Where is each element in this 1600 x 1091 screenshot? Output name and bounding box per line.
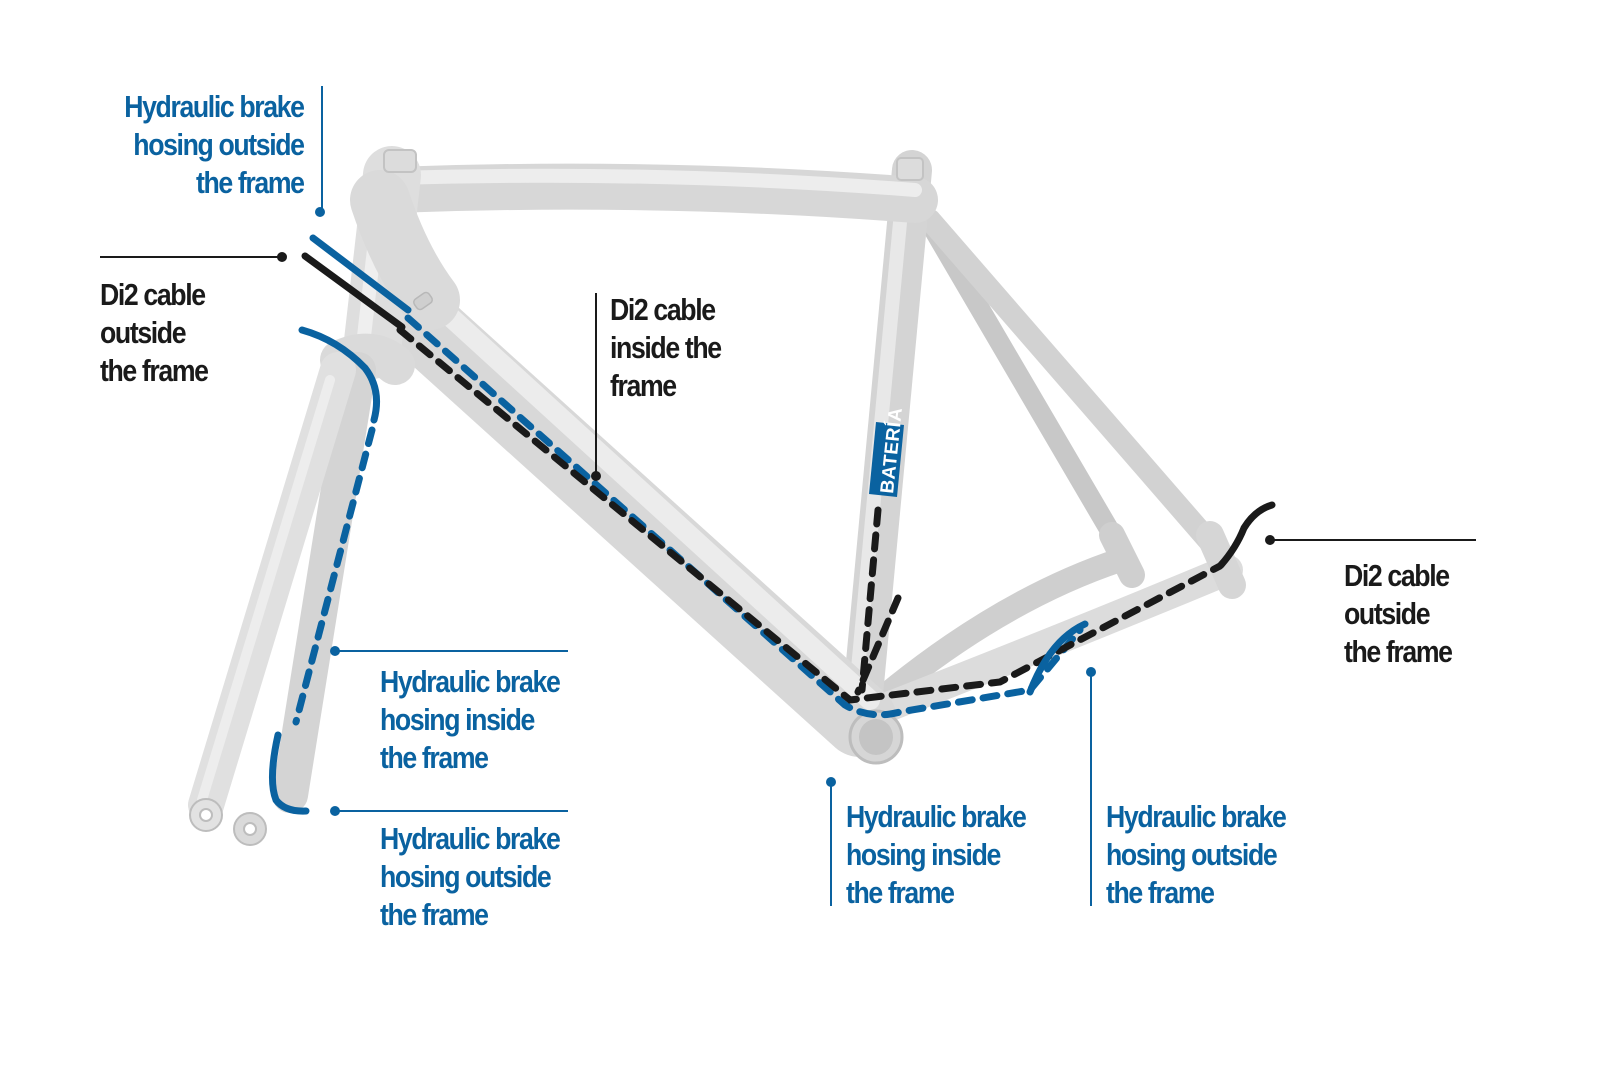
seat-tube-top xyxy=(896,157,924,181)
di2-cable-inside-downtube xyxy=(396,326,1224,704)
chainstay-far xyxy=(868,548,1132,712)
fork-blade-far xyxy=(272,352,376,813)
label-di2-inside-frame: Di2 cable inside the frame xyxy=(610,292,722,403)
frame xyxy=(188,146,1246,846)
di2-cable-outside-rear xyxy=(1217,501,1276,569)
dropout-far xyxy=(1099,522,1145,588)
label-di2-outside-rear: Di2 cable outside the frame xyxy=(1344,558,1453,669)
di2-cable-inside-seattube xyxy=(858,506,882,694)
seat-stay-near xyxy=(919,209,1226,559)
headset-cap xyxy=(383,149,417,173)
brake-hose-inside-downtube xyxy=(404,314,1084,719)
label-brake-outside-chainstay: Hydraulic brake hosing outside the frame xyxy=(1106,799,1287,910)
seat-stay-far xyxy=(915,205,1130,558)
brake-hose-outside-head xyxy=(309,234,412,314)
brake-hose-inside-fork xyxy=(292,426,376,726)
label-brake-inside-chainstay: Hydraulic brake hosing inside the frame xyxy=(846,799,1027,910)
label-brake-inside-fork: Hydraulic brake hosing inside the frame xyxy=(380,664,561,775)
di2-cable-inside-seattube-branch xyxy=(854,594,902,696)
di2-cable-outside-head xyxy=(301,252,406,331)
top-tube xyxy=(369,163,938,223)
label-di2-outside-head: Di2 cable outside the frame xyxy=(100,277,209,388)
label-brake-outside-head: Hydraulic brake hosing outside the frame xyxy=(124,89,306,200)
label-brake-outside-fork: Hydraulic brake hosing outside the frame xyxy=(380,821,561,932)
brake-hose-outside-chainstay xyxy=(1026,620,1089,696)
leader-lines xyxy=(100,86,1476,906)
brake-hose-outside-fork-top xyxy=(298,326,380,424)
brake-hose-outside-fork-bottom xyxy=(268,731,310,815)
